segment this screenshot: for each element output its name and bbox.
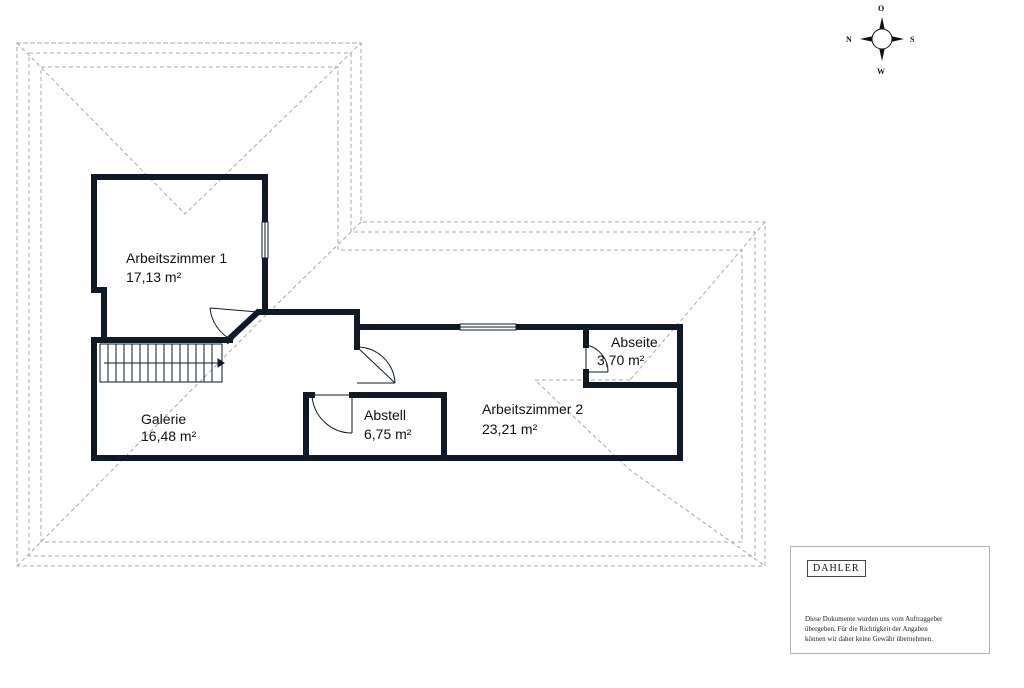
disclaimer-line-2: übergeben. Für die Richtigkeit der Angab… [805,625,928,633]
compass-label-west: W [877,67,885,76]
disclaimer-line-3: können wir daher keine Gewähr übernehmen… [805,635,933,643]
compass-label-east: O [878,4,884,13]
room-name-abseite: Abseite [611,334,658,350]
disclaimer-line-1: Diese Dokumente wurden uns vom Auftragge… [805,615,943,623]
compass-label-south: S [910,35,915,44]
disclaimer-text: Diese Dokumente wurden uns vom Auftragge… [805,614,985,644]
dahler-logo: DAHLER [807,560,866,577]
doors [209,307,609,434]
stairs [99,343,225,383]
windows [261,221,517,331]
room-area-abseite: 3,70 m² [597,352,645,368]
disclaimer-box: DAHLER Diese Dokumente wurden uns vom Au… [790,546,990,654]
room-area-arbeitszimmer-2: 23,21 m² [482,421,538,437]
room-name-arbeitszimmer-1: Arbeitszimmer 1 [126,250,227,266]
room-area-arbeitszimmer-1: 17,13 m² [126,269,182,285]
compass-label-north: N [846,35,852,44]
room-name-arbeitszimmer-2: Arbeitszimmer 2 [482,401,583,417]
compass-rose-icon: O N S W [846,4,915,76]
room-labels: Arbeitszimmer 1 17,13 m² Galerie 16,48 m… [126,250,658,444]
roof-outline [15,42,766,567]
room-name-abstell: Abstell [364,407,406,423]
room-area-galerie: 16,48 m² [141,428,197,444]
room-area-abstell: 6,75 m² [364,426,412,442]
room-name-galerie: Galerie [141,411,186,427]
